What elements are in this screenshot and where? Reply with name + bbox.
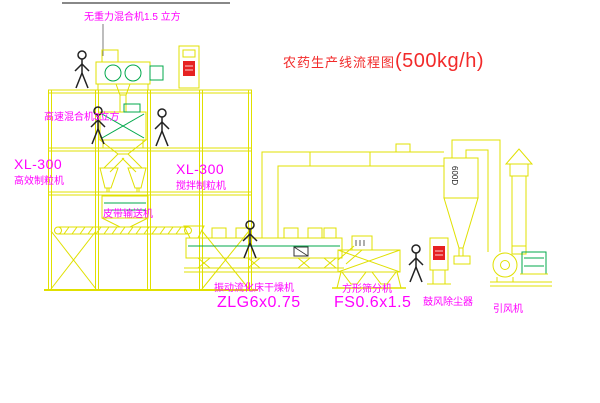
top-mixer [95, 49, 164, 112]
person-figure [408, 244, 424, 283]
label-top-mixer: 无重力混合机1.5 立方 [84, 12, 181, 23]
label-belt-conveyor: 皮带输送机 [103, 209, 153, 220]
person-figure [74, 50, 90, 89]
exhaust-duct [261, 143, 444, 238]
label-induced-fan: 引风机 [493, 304, 523, 315]
person-figure [242, 220, 258, 259]
granulator [101, 195, 149, 228]
control-cabinet-dust [427, 237, 451, 285]
belt-conveyor [54, 226, 192, 235]
exhaust-stack [504, 148, 534, 252]
label-sieve-model: FS0.6x1.5 [334, 294, 412, 311]
label-granulator-left-name: 高效制粒机 [14, 176, 64, 187]
label-high-speed-mixer: 高速混合机3立方 [44, 112, 120, 123]
square-sieve [332, 235, 406, 289]
person-figure [154, 108, 170, 147]
label-granulator-right-name: 搅拌制粒机 [176, 181, 226, 192]
label-granulator-left-model: XL-300 [14, 156, 63, 172]
induced-fan [490, 245, 552, 287]
label-granulator-right-model: XL-300 [176, 161, 225, 177]
label-dryer-model: ZLG6x0.75 [217, 294, 301, 311]
cyclone-separator: 600D [443, 139, 501, 265]
label-dryer-name: 振动流化床干燥机 [214, 283, 294, 294]
diagram-title: 农药生产线流程图(500kg/h) [283, 50, 484, 73]
cyclone-size-label: 600D [450, 166, 459, 185]
label-dust-collector: 鼓风除尘器 [423, 297, 473, 308]
label-sieve-name: 方形筛分机 [342, 284, 392, 295]
control-cabinet-top [178, 45, 200, 89]
y-splitter-hoppers [99, 153, 147, 192]
title-text: 农药生产线流程图 [283, 55, 396, 70]
title-capacity: (500kg/h) [395, 50, 485, 72]
fluid-bed-dryer [183, 225, 363, 273]
